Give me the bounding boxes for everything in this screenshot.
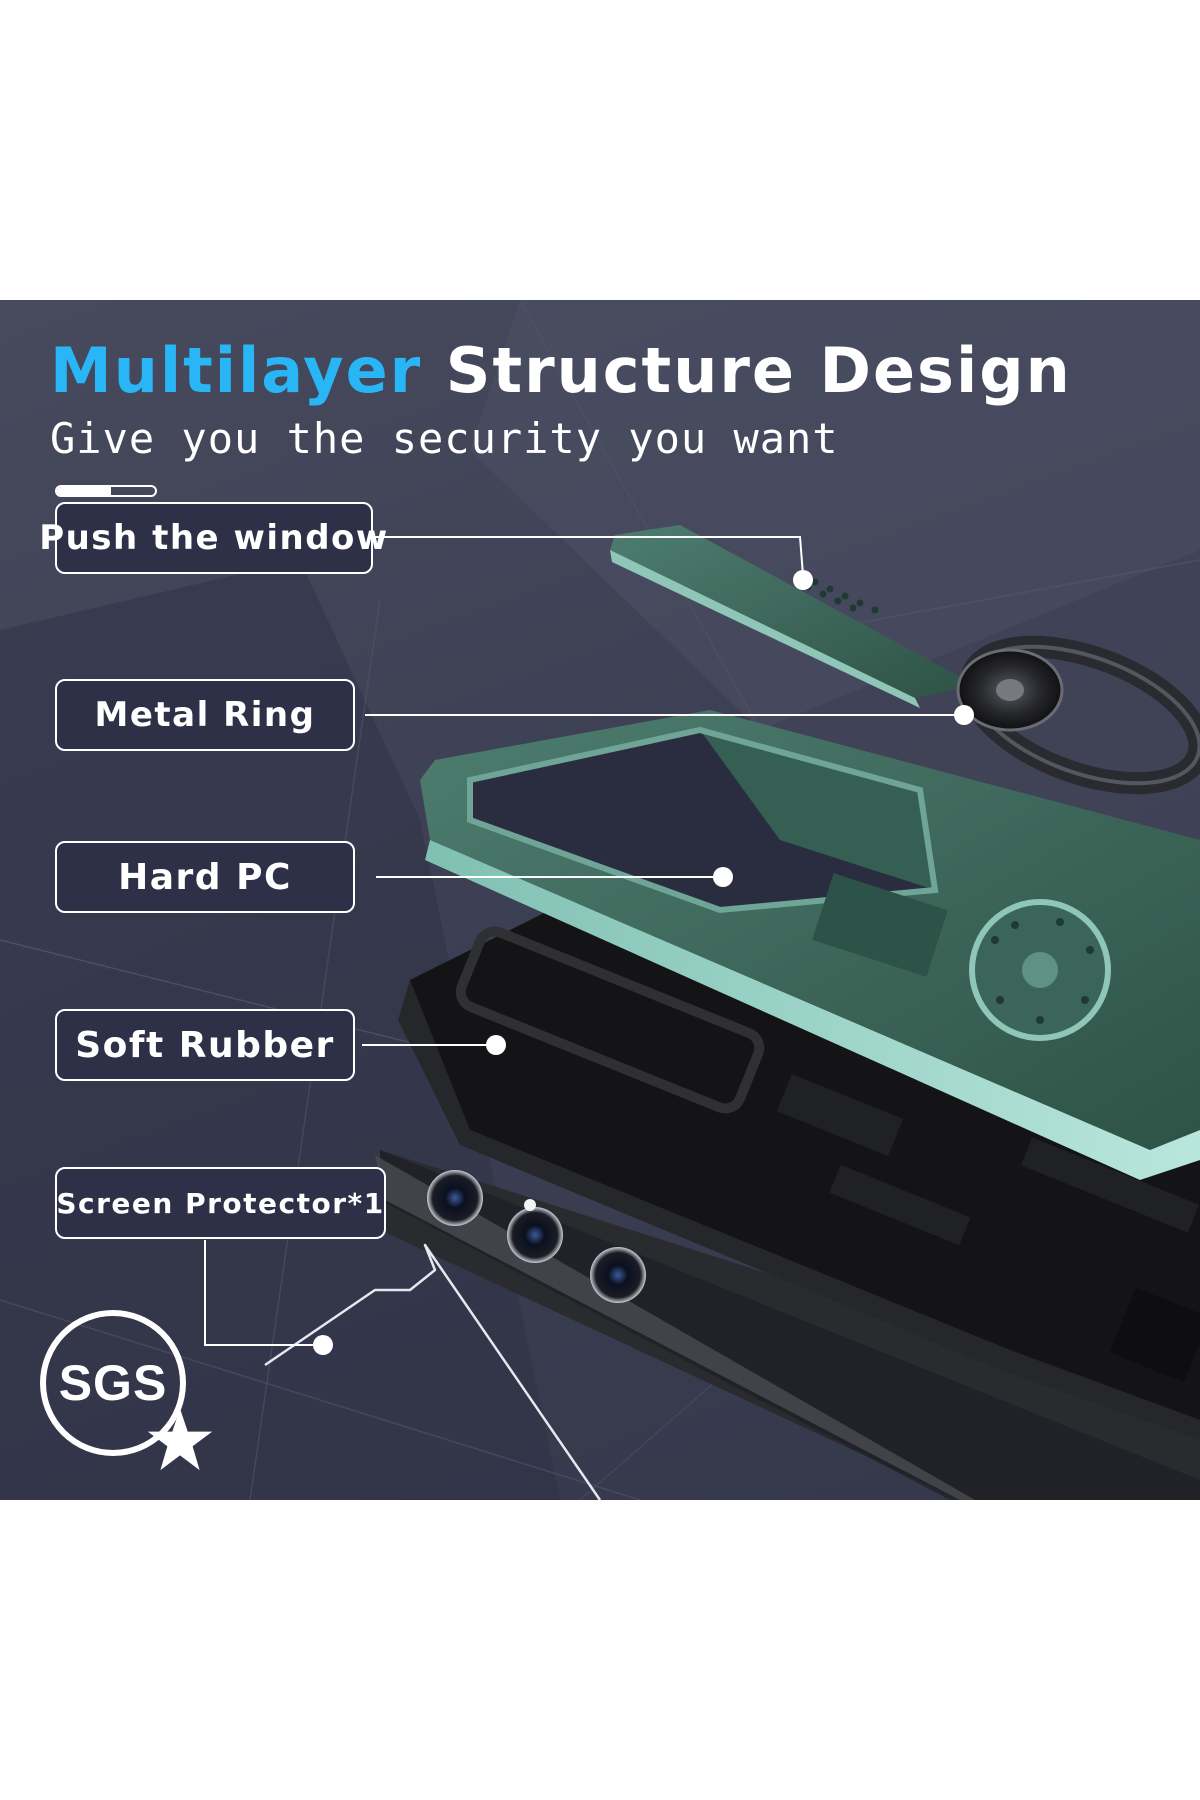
star-icon (147, 1408, 213, 1471)
label-metal-ring: Metal Ring (55, 679, 355, 751)
callout-lines (204, 536, 964, 1346)
progress-fill (57, 487, 111, 495)
callout-dots (313, 570, 974, 1355)
hard-pc-case (420, 710, 1200, 1180)
page-title: Multilayer Structure Design (50, 340, 1072, 402)
label-hard-pc: Hard PC (55, 841, 355, 913)
screen-protector (264, 1243, 602, 1500)
title-rest: Structure Design (445, 334, 1072, 407)
page-subtitle: Give you the security you want (50, 414, 839, 463)
label-soft-rubber: Soft Rubber (55, 1009, 355, 1081)
label-push-window: Push the window (39, 502, 387, 574)
product-panel: Multilayer Structure Design Give you the… (0, 300, 1200, 1500)
case-illustration (204, 525, 1200, 1500)
label-screen-protector: Screen Protector*1 (55, 1167, 386, 1239)
sgs-badge: SGS (40, 1310, 186, 1456)
metal-ring (956, 635, 1200, 795)
push-window-slider (610, 525, 975, 708)
camera-lenses (427, 1170, 646, 1303)
progress-indicator (55, 485, 157, 497)
sgs-text: SGS (58, 1355, 168, 1411)
title-accent: Multilayer (50, 334, 423, 407)
